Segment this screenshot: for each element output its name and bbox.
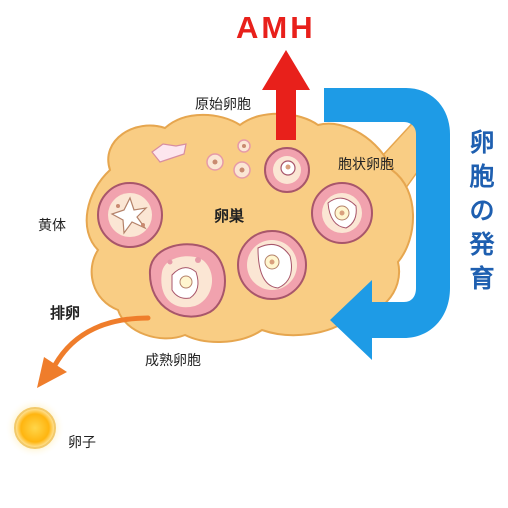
- amh-label: AMH: [236, 10, 316, 45]
- antral-follicle-label: 胞状卵胞: [338, 157, 394, 173]
- primordial-follicle-label: 原始卵胞: [195, 97, 251, 113]
- primary-follicle: [264, 147, 310, 193]
- ovulation-arrow: [52, 315, 151, 368]
- ovulation-arrow-head: [37, 357, 67, 388]
- large-follicle-shape: [237, 230, 307, 300]
- corpus-luteum-label: 黄体: [38, 218, 66, 234]
- primordial-follicles: [151, 139, 251, 179]
- ovulation-label: 排卵: [50, 304, 81, 322]
- amh-arrow: [262, 50, 310, 140]
- antral-follicle-shape: [311, 182, 373, 244]
- mature-follicle-label: 成熟卵胞: [145, 353, 201, 369]
- ovary-label: 卵巣: [214, 207, 245, 225]
- egg: [14, 407, 56, 449]
- egg-label: 卵子: [68, 435, 96, 451]
- corpus-luteum-shape: [97, 182, 163, 248]
- follicle-development-label: 卵胞の発育: [469, 128, 495, 293]
- mature-follicle-shape: [148, 243, 226, 318]
- development-arrow: [324, 88, 450, 360]
